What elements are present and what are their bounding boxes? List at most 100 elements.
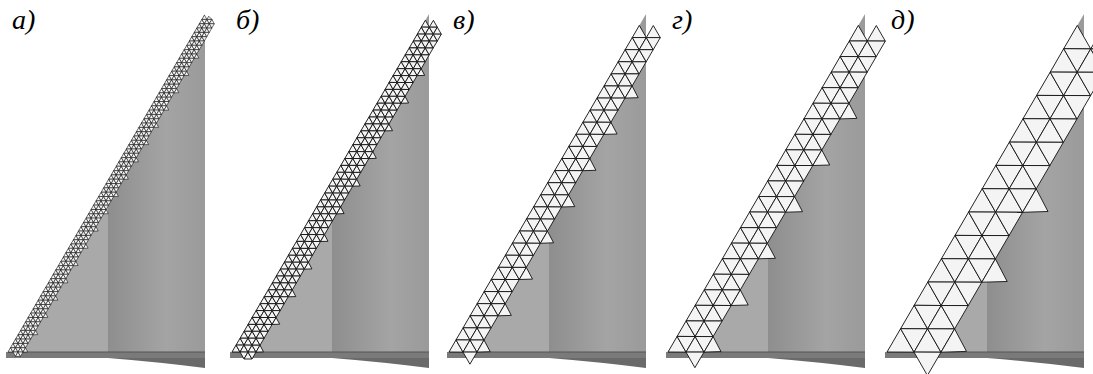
- mesh-element: [126, 166, 131, 170]
- mesh-element: [179, 76, 184, 80]
- mesh-element: [337, 200, 345, 207]
- mesh-element: [119, 179, 124, 183]
- mesh-element: [288, 290, 296, 297]
- mesh-element: [33, 326, 38, 330]
- mesh-element: [33, 331, 38, 335]
- mesh-element: [849, 72, 867, 88]
- fe-mesh: [449, 25, 660, 364]
- mesh-element: [740, 259, 758, 275]
- panel-figure: [230, 14, 441, 368]
- mesh-element: [260, 331, 268, 338]
- mesh-element: [38, 318, 43, 322]
- mesh-element: [1091, 26, 1093, 49]
- mesh-element: [124, 175, 129, 179]
- panel-figure: [6, 14, 214, 368]
- mesh-element: [53, 296, 58, 300]
- mesh-element: [498, 292, 512, 304]
- mesh-element: [849, 25, 867, 41]
- mesh-element: [304, 262, 312, 269]
- mesh-element: [144, 140, 149, 144]
- mesh-element: [280, 297, 288, 304]
- mesh-element: [421, 20, 429, 27]
- mesh-element: [646, 38, 660, 50]
- mesh-element: [23, 343, 28, 347]
- mesh-element: [292, 276, 300, 283]
- mesh-element: [345, 186, 353, 193]
- mesh-element: [639, 50, 653, 62]
- mesh-element: [106, 201, 111, 205]
- mesh-element: [1077, 72, 1093, 95]
- base-rim: [108, 358, 205, 368]
- mesh-element: [76, 253, 81, 257]
- mesh-element: [941, 306, 968, 329]
- mesh-element: [583, 159, 596, 171]
- mesh-element: [583, 146, 597, 158]
- mesh-element: [36, 322, 41, 326]
- mesh-element: [625, 86, 638, 98]
- mesh-element: [114, 192, 119, 196]
- cylinder-face: [108, 14, 205, 352]
- fe-mesh: [8, 15, 214, 356]
- mesh-element: [48, 300, 53, 304]
- mesh-element: [28, 335, 33, 339]
- mesh-element: [996, 212, 1023, 236]
- mesh-element: [73, 257, 78, 261]
- mesh-element: [505, 280, 519, 292]
- mesh-element: [169, 93, 174, 97]
- mesh-element: [288, 283, 296, 290]
- mesh-element: [867, 41, 885, 57]
- mesh-element: [389, 110, 397, 117]
- mesh-element: [1050, 119, 1077, 143]
- mesh-element: [149, 127, 154, 131]
- mesh-element: [759, 228, 777, 244]
- mesh-element: [134, 153, 139, 157]
- mesh-element: [1091, 49, 1093, 72]
- mesh-element: [337, 207, 345, 214]
- mesh-element: [429, 41, 437, 48]
- base-rim: [549, 358, 646, 368]
- base-edge: [8, 352, 205, 353]
- mesh-element: [23, 348, 28, 352]
- mesh-element: [63, 274, 68, 278]
- mesh-element: [786, 181, 804, 197]
- mesh-element: [204, 32, 209, 36]
- mesh-element: [731, 274, 749, 290]
- mesh-element: [433, 27, 441, 34]
- mesh-element: [731, 290, 748, 306]
- cylinder-face: [768, 14, 865, 352]
- mesh-element: [1077, 49, 1093, 72]
- mesh-element: [357, 165, 365, 172]
- mesh-element: [73, 261, 78, 265]
- mesh-element: [116, 184, 121, 188]
- mesh-element: [272, 311, 280, 318]
- mesh-element: [187, 63, 192, 67]
- mesh-element: [417, 69, 425, 76]
- mesh-element: [477, 328, 491, 340]
- mesh-element: [369, 152, 377, 159]
- mesh-element: [26, 339, 31, 343]
- fe-mesh: [887, 25, 1093, 374]
- mesh-element: [194, 54, 199, 58]
- mesh-element: [248, 352, 256, 359]
- mesh-element: [982, 236, 1009, 259]
- mesh-element: [786, 197, 803, 213]
- slope-face: [8, 180, 108, 352]
- base-plate: [6, 352, 205, 358]
- mesh-element: [164, 106, 169, 110]
- mesh-element: [276, 304, 284, 311]
- mesh-element: [109, 197, 114, 201]
- mesh-element: [604, 110, 618, 122]
- mesh-element: [134, 158, 139, 162]
- panel-figure: [885, 14, 1093, 374]
- mesh-element: [768, 212, 786, 228]
- base-rim: [332, 358, 429, 368]
- mesh-element: [78, 248, 83, 252]
- mesh-element: [526, 243, 540, 255]
- mesh-element: [154, 123, 159, 127]
- fe-mesh: [232, 20, 441, 359]
- mesh-element: [63, 279, 68, 283]
- mesh-element: [94, 222, 99, 226]
- mesh-element: [569, 171, 583, 183]
- mesh-element: [540, 231, 553, 243]
- mesh-element: [83, 244, 88, 248]
